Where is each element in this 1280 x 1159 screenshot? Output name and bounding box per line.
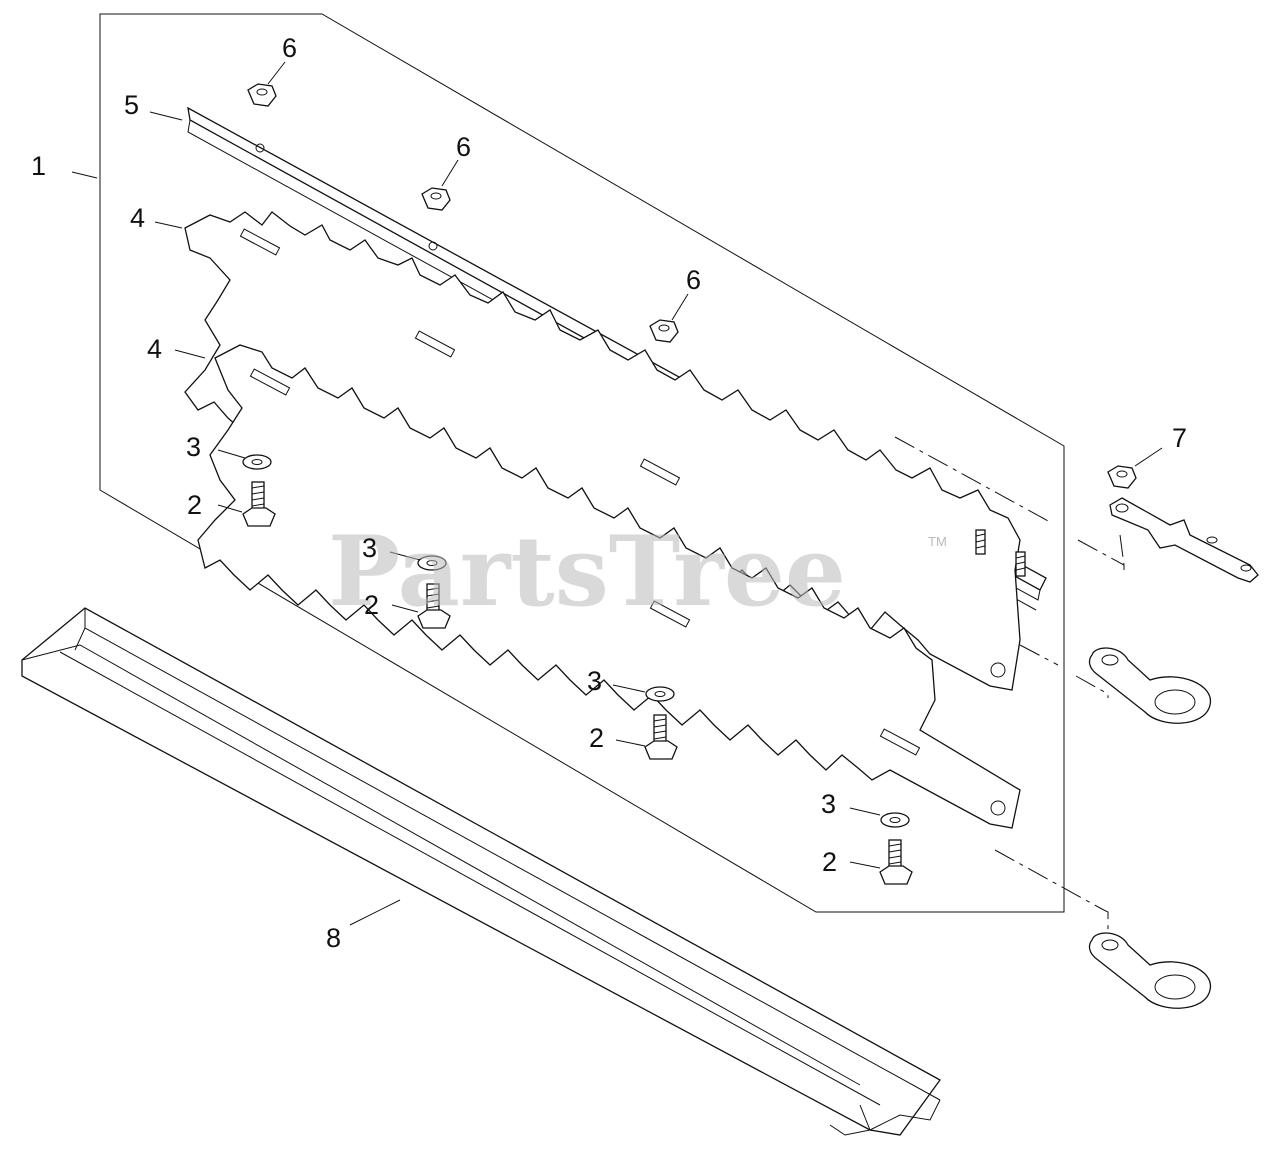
guide-bar (21, 607, 941, 1136)
callout-3a: 3 (186, 432, 201, 462)
callout-1: 1 (31, 151, 46, 181)
bolt-2d (879, 839, 913, 885)
washer-3b (417, 555, 447, 571)
washer-3a (242, 454, 272, 470)
bolt-2b (417, 583, 451, 629)
washer-3c (645, 686, 675, 702)
washer-3d (880, 812, 910, 828)
nut-6a (247, 83, 277, 107)
callout-5: 5 (124, 90, 139, 120)
pin-b (1015, 551, 1026, 577)
callout-2b: 2 (364, 590, 379, 620)
pin-a (975, 529, 986, 555)
nut-6c (649, 319, 679, 343)
callout-3c: 3 (587, 666, 602, 696)
crank-bracket (1109, 497, 1259, 583)
callout-2c: 2 (589, 723, 604, 753)
callout-3d: 3 (821, 789, 836, 819)
callout-7: 7 (1172, 423, 1187, 453)
lower-blade (197, 344, 1021, 829)
bolt-2a (242, 481, 276, 527)
assembly-outline (99, 13, 1065, 913)
nut-7 (1107, 465, 1137, 489)
watermark-tm: TM (928, 534, 947, 549)
nut-6b (421, 187, 451, 211)
watermark: PartsTree (328, 515, 846, 628)
callout-4b: 4 (147, 334, 162, 364)
callout-3b: 3 (362, 533, 377, 563)
leader-lines (71, 61, 1163, 926)
callout-6c: 6 (686, 265, 701, 295)
connecting-ring-a (1088, 647, 1211, 724)
callout-4a: 4 (130, 203, 145, 233)
callout-2a: 2 (187, 490, 202, 520)
bolt-2c (644, 714, 678, 760)
callout-6b: 6 (456, 132, 471, 162)
callout-8: 8 (326, 923, 341, 953)
callout-6a: 6 (282, 33, 297, 63)
callout-2d: 2 (822, 847, 837, 877)
connecting-ring-b (1088, 932, 1211, 1009)
